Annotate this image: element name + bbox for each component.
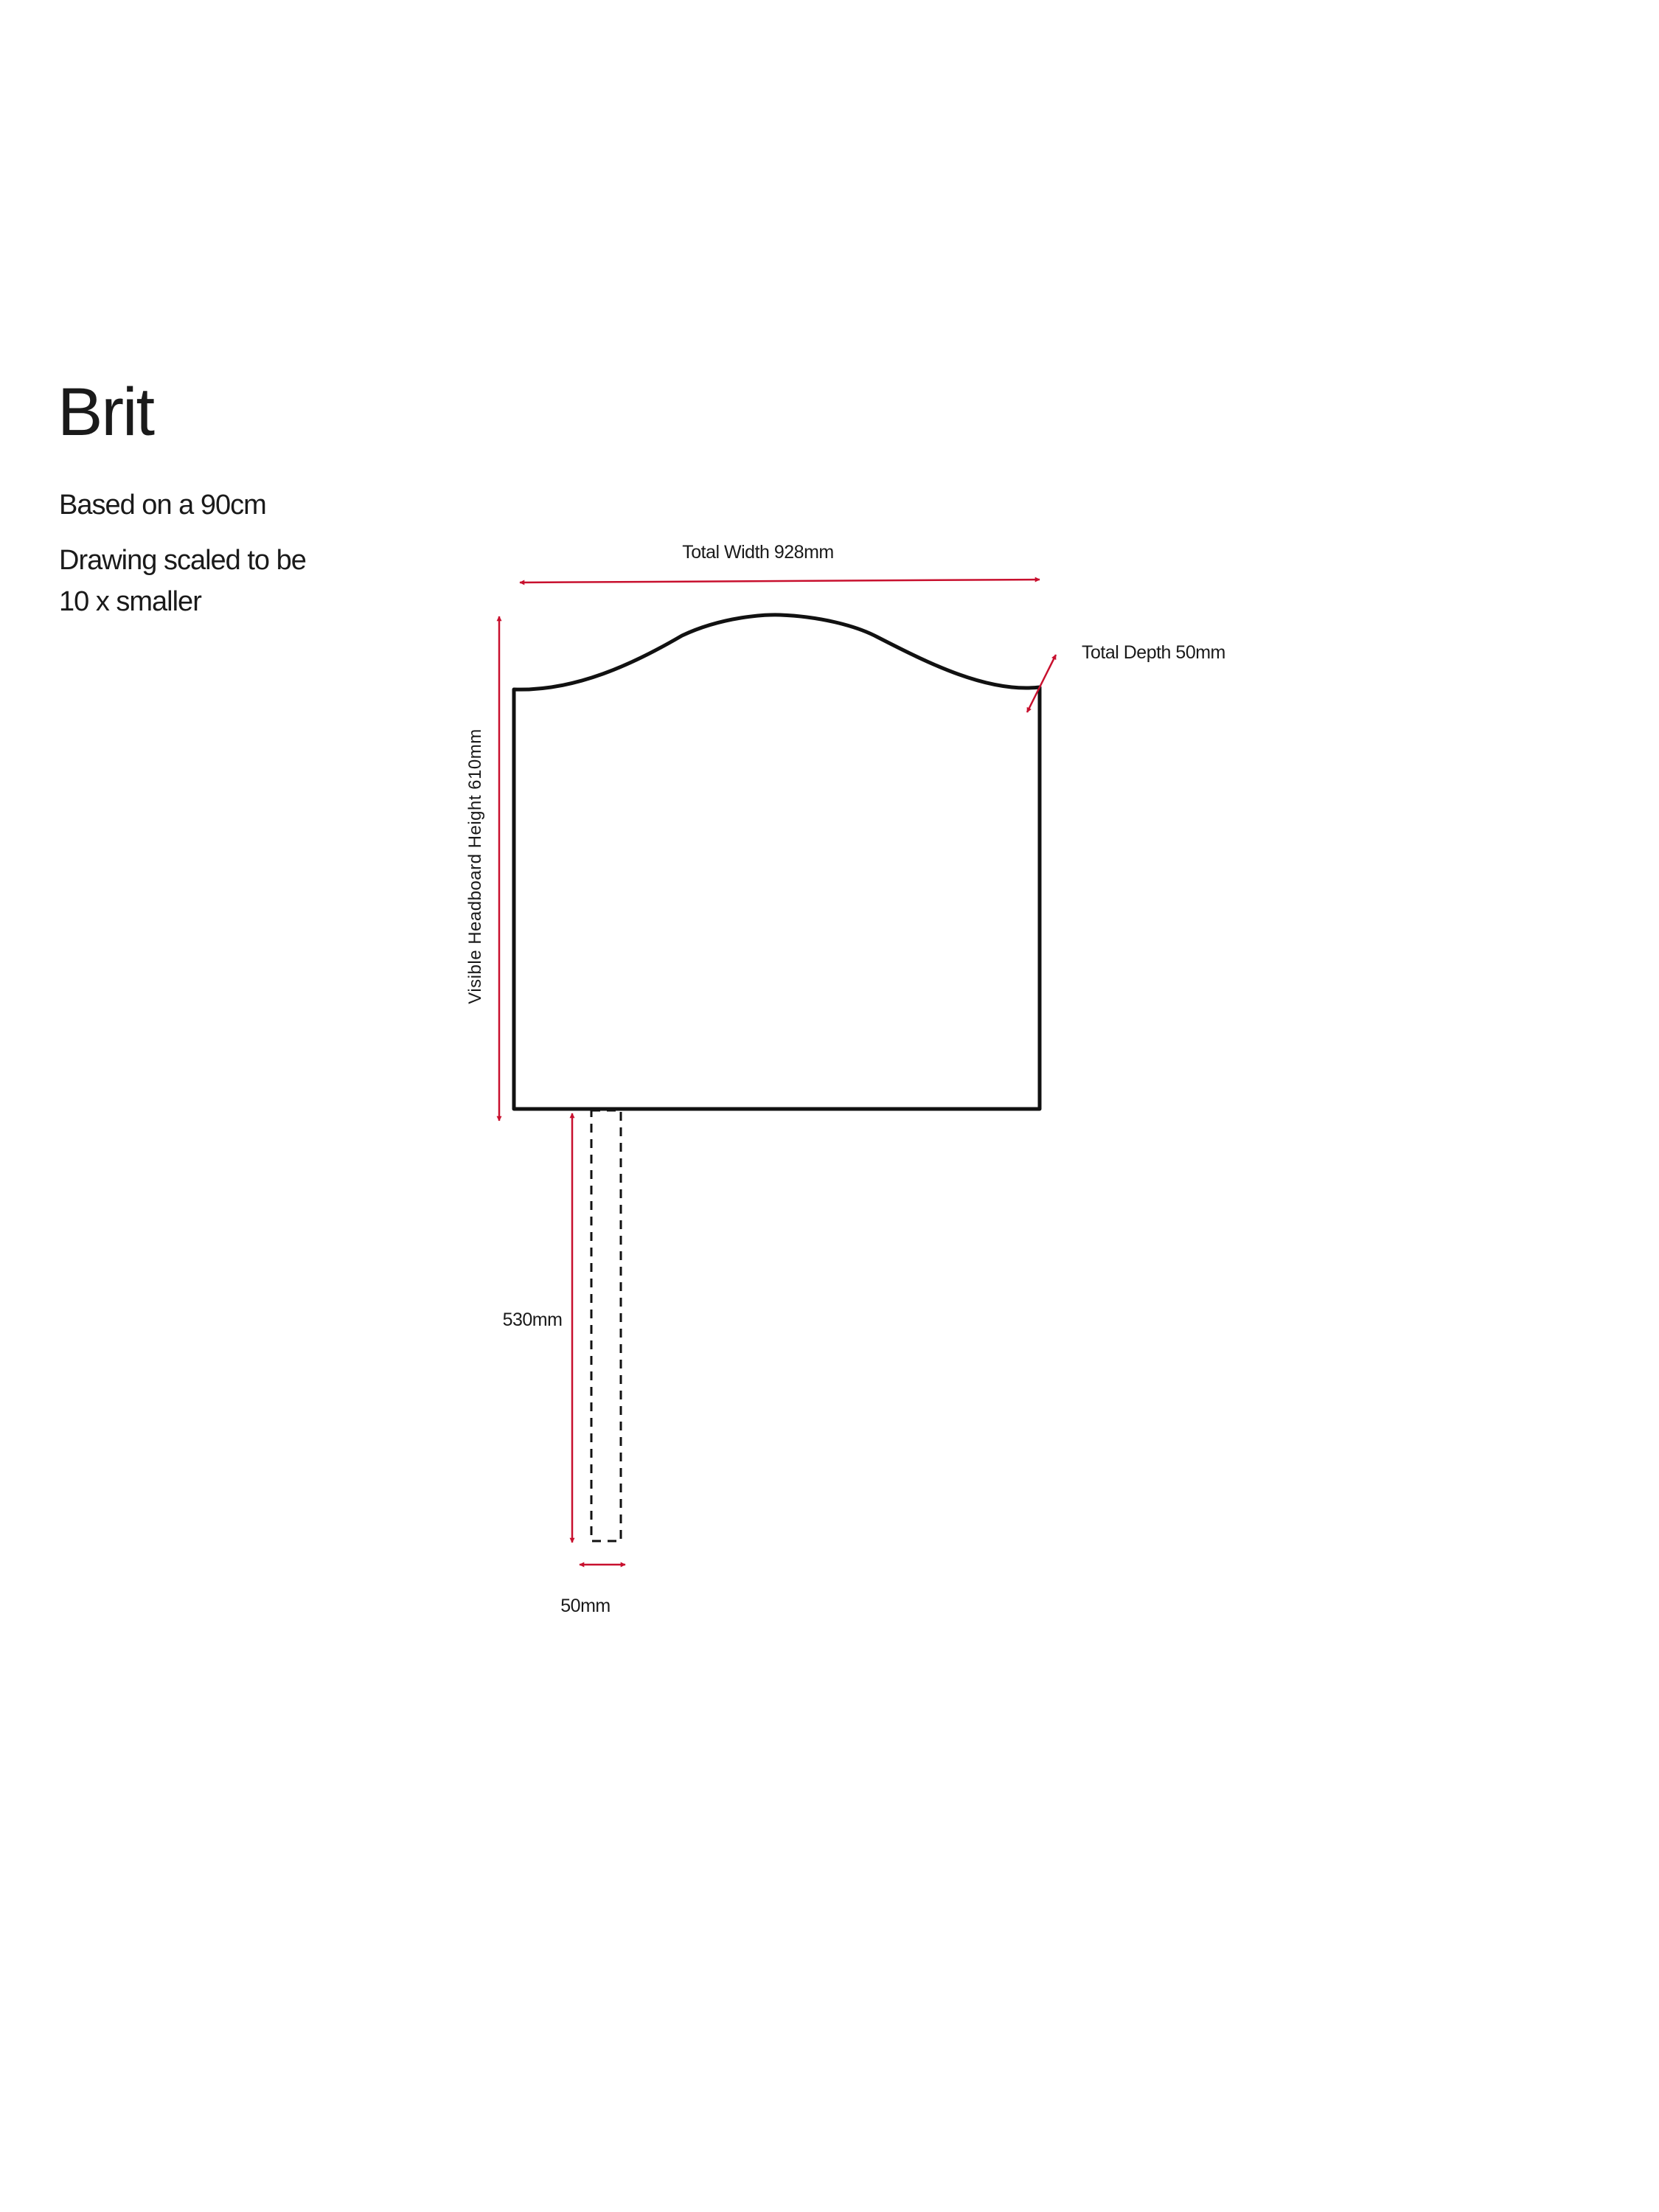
leg-width-label: 50mm <box>560 1596 610 1616</box>
headboard-outline <box>512 613 1042 1111</box>
total-width-label: Total Width 928mm <box>682 542 833 563</box>
leg-height-label: 530mm <box>503 1310 563 1330</box>
total-width-arrow <box>519 577 1040 585</box>
visible-height-label: Visible Headboard Height 610mm <box>465 728 485 1004</box>
headboard-leg <box>590 1109 622 1543</box>
total-depth-arrow <box>1026 654 1057 713</box>
note-scale-line-1: Drawing scaled to be <box>59 545 306 576</box>
total-depth-label: Total Depth 50mm <box>1082 642 1225 663</box>
product-title: Brit <box>58 375 154 450</box>
note-base-size: Based on a 90cm <box>59 490 266 521</box>
note-scale-line-2: 10 x smaller <box>59 586 202 617</box>
